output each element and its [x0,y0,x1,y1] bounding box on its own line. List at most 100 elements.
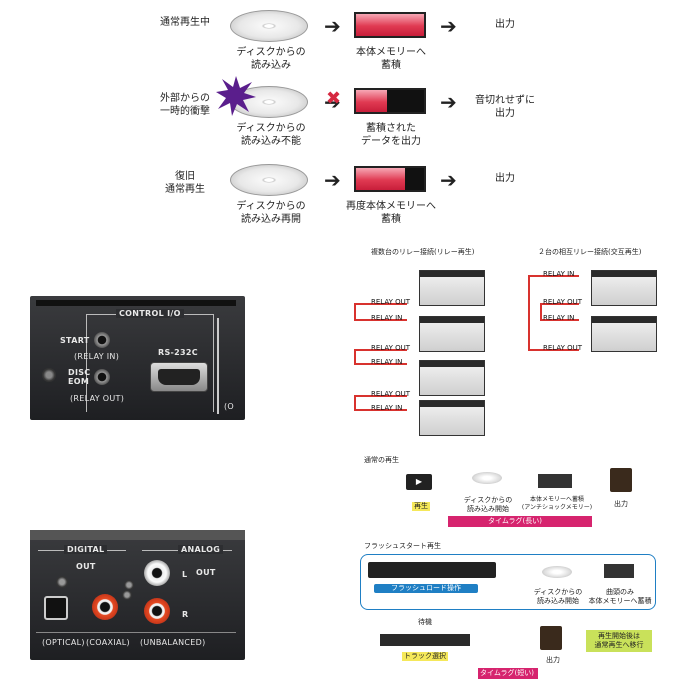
relay-out-label: RELAY OUT [371,298,411,306]
memory-chip-icon [604,564,634,578]
memory-label: 再度本体メモリーへ 蓄積 [346,201,436,225]
relay-in-label: RELAY IN [371,404,403,412]
rs232c-connector[interactable] [150,362,208,392]
normal-output-label: 出力 [614,500,628,508]
flow-row: 通常再生中ディスクからの 読み込み➔本体メモリーへ 蓄積➔出力外部からの 一時的… [0,0,700,240]
arrow-right-icon: ➔ [324,90,341,114]
flash-start-title: フラッシュスタート再生 [364,542,441,550]
relay-out-label: RELAY OUT [371,390,411,398]
disc-eom-jack[interactable] [94,369,110,385]
flash-start-frame [360,554,656,610]
analog-label: ANALOG [178,545,224,554]
state-label: 通常再生中 [160,17,210,28]
screw-icon [56,576,68,588]
analog-r-jack[interactable] [144,598,170,624]
analog-l-jack[interactable] [144,560,170,586]
analog-r-label: R [182,610,189,619]
cd-player-unit [591,316,657,352]
memory-level-bar [354,12,426,38]
blocked-x-icon: ✖ [326,88,342,109]
rack-player-icon [368,562,496,578]
flash-disc-label: ディスクからの 読み込み開始 [533,588,583,605]
start-label: START [60,336,90,345]
disc-read-label: ディスクからの 読み込み [236,47,306,71]
unbalanced-label: (UNBALANCED) [140,638,206,647]
disc-read-label: ディスクからの 読み込み再開 [236,201,306,225]
relay-out-label: (RELAY OUT) [70,394,125,403]
memory-level-bar [354,88,426,114]
time-lag-bar [478,668,538,679]
track-select-label[interactable]: トラック選択 [402,652,448,661]
eom-label: EOM [68,377,90,386]
flash-memory-label: 曲頭のみ 本体メモリーへ蓄積 [588,588,652,605]
flash-load-button[interactable]: フラッシュロード操作 [374,584,478,593]
optical-jack[interactable] [44,596,68,620]
speaker-icon [540,626,562,650]
disc-icon [230,164,308,196]
flash-output-label: 出力 [546,656,560,664]
normal-memory-label: 本体メモリーへ蓄積 (アンチショックメモリー) [521,496,593,511]
arrow-right-icon: ➔ [440,14,457,38]
cd-player-unit [419,316,485,352]
start-jack[interactable] [94,332,110,348]
output-label: 出力 [495,173,515,184]
coaxial-jack[interactable] [92,594,118,620]
cd-player-unit [591,270,657,306]
audio-output-panel-photo: DIGITAL ANALOG OUT OUT L R (OPTICAL) (CO… [30,530,245,660]
relay-in-label: RELAY IN [371,358,403,366]
play-label: 再生 [412,502,430,511]
memory-label: 本体メモリーへ 蓄積 [356,47,426,71]
control-io-panel-photo: CONTROL I/O START (RELAY IN) DISC EOM (R… [30,296,245,420]
cd-player-unit [419,270,485,306]
relay-right-title: ２台の相互リレー接続(交互再生) [538,248,642,256]
screw-icon [122,590,132,600]
relay-in-label: RELAY IN [371,314,403,322]
disc-label: DISC [68,368,91,377]
disc-read-label: ディスクからの 読み込み不能 [236,123,306,147]
relay-out-label: RELAY OUT [543,298,583,306]
digital-label: DIGITAL [64,545,108,554]
time-lag-bar [448,516,592,527]
relay-cables [354,275,579,411]
analog-out-label: OUT [196,568,216,577]
optical-label: (OPTICAL) [42,638,85,647]
track-keys-icon [380,634,470,646]
rs232c-label: RS-232C [158,348,198,357]
memory-chip-icon [538,474,572,488]
normal-disc-label: ディスクからの 読み込み開始 [463,496,513,513]
memory-level-bar [354,166,426,192]
analog-l-label: L [182,570,188,579]
cd-player-unit [419,360,485,396]
standby-label: 待機 [418,618,432,626]
output-label: 音切れせずに 出力 [475,95,535,119]
normal-play-title: 通常の再生 [364,456,399,464]
disc-icon [230,10,308,42]
arrow-right-icon: ➔ [324,14,341,38]
ground-screw-icon [42,368,56,382]
normal-lag-label: タイムラグ(長い) [488,517,542,525]
control-io-title: CONTROL I/O [116,309,184,318]
relay-left-title: 複数台のリレー接続(リレー再生) [371,248,475,256]
cd-player-unit [419,400,485,436]
relay-out-label: RELAY OUT [543,344,583,352]
arrow-right-icon: ➔ [440,168,457,192]
impact-burst-icon [216,76,256,116]
output-label: 出力 [495,19,515,30]
speaker-icon [610,468,632,492]
screw-icon [124,580,134,590]
flash-note-label: 再生開始後は 通常再生へ移行 [586,630,652,652]
arrow-right-icon: ➔ [324,168,341,192]
panel-edge-label: (O [224,402,235,411]
flash-start-diagram: フラッシュスタート再生 フラッシュロード操作 ディスクからの 読み込み開始 曲頭… [360,540,660,680]
play-button-icon[interactable]: ▶ [406,474,432,490]
digital-out-label: OUT [76,562,96,571]
relay-in-label: RELAY IN [543,270,575,278]
memory-label: 蓄積された データを出力 [361,123,421,147]
arrow-right-icon: ➔ [440,90,457,114]
state-label: 復旧 通常再生 [165,171,205,195]
state-label: 外部からの 一時的衝撃 [160,93,210,117]
relay-diagram: 複数台のリレー接続(リレー再生) ２台の相互リレー接続(交互再生) RELAY … [345,240,700,440]
relay-in-label: (RELAY IN) [74,352,120,361]
disc-icon [542,566,572,578]
flash-lag-label: タイムラグ(短い) [480,669,534,677]
